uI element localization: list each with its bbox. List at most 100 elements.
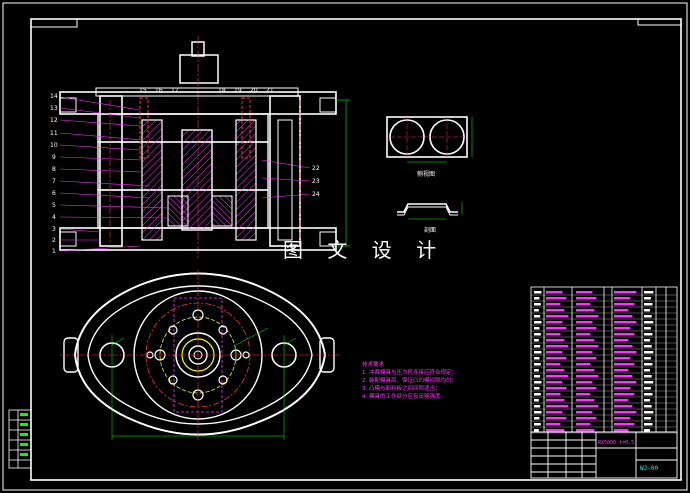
- parts-list-cell: [534, 339, 539, 342]
- parts-list-cell: [644, 375, 652, 378]
- parts-list-cell: [546, 387, 567, 390]
- parts-list-cell: [534, 405, 541, 408]
- part-number: 7: [52, 178, 56, 185]
- parts-list-cell: [546, 405, 569, 408]
- parts-list-cell: [534, 399, 539, 402]
- parts-list-cell: [546, 375, 569, 378]
- parts-list-cell: [534, 411, 542, 414]
- part-number: 13: [50, 105, 58, 112]
- plan-view: [60, 270, 340, 440]
- part-number: 11: [50, 130, 58, 137]
- parts-list-cell: [534, 297, 540, 300]
- parts-list-cell: [576, 363, 591, 366]
- parts-list-cell: [546, 321, 563, 324]
- parts-list-cell: [614, 333, 635, 336]
- revision-block: [8, 409, 32, 469]
- parts-list-cell: [546, 363, 561, 366]
- parts-list-cell: [614, 351, 637, 354]
- parts-list-cell: [614, 309, 629, 312]
- section-view: [59, 36, 350, 260]
- parts-list-cell: [546, 369, 565, 372]
- parts-list-cell: [534, 345, 541, 348]
- parts-list-cell: [576, 327, 597, 330]
- parts-list-cell: [644, 381, 654, 384]
- part-number: 17: [171, 87, 179, 94]
- parts-list-cell: [534, 363, 541, 366]
- parts-list-rows: [531, 291, 677, 434]
- parts-list-cell: [614, 315, 633, 318]
- part-number: 18: [218, 87, 226, 94]
- technical-note: 3. 凸模与卸料板之间间隙适当；: [362, 386, 441, 392]
- parts-list-cell: [546, 351, 563, 354]
- parts-list-cell: [576, 429, 595, 432]
- parts-list-cell: [614, 303, 635, 306]
- parts-list-cell: [614, 327, 631, 330]
- parts-list-cell: [534, 387, 540, 390]
- parts-list-cell: [534, 423, 541, 426]
- part-number: 5: [52, 202, 56, 209]
- parts-list-cell: [576, 351, 593, 354]
- parts-list-cell: [644, 339, 650, 342]
- parts-list-cell: [546, 327, 567, 330]
- parts-list-cell: [644, 327, 651, 330]
- part-number: 2: [52, 237, 56, 244]
- parts-list-cell: [546, 423, 561, 426]
- parts-list-cell: [546, 339, 565, 342]
- parts-list-cell: [644, 393, 653, 396]
- parts-list-cell: [614, 417, 631, 420]
- parts-list-cell: [534, 393, 541, 396]
- parts-list-cell: [614, 393, 635, 396]
- parts-list-cell: [614, 357, 631, 360]
- parts-list-cell: [576, 309, 595, 312]
- parts-list-cell: [576, 315, 599, 318]
- part-number: 6: [52, 190, 56, 197]
- parts-list-cell: [534, 429, 539, 432]
- part-number: 16: [155, 87, 163, 94]
- parts-list-cell: [644, 405, 652, 408]
- parts-list-cell: [546, 303, 561, 306]
- parts-list-cell: [614, 321, 637, 324]
- title-block: [530, 431, 678, 479]
- parts-list-cell: [576, 345, 599, 348]
- parts-list-cell: [644, 309, 650, 312]
- parts-list-cell: [576, 321, 593, 324]
- parts-list-cell: [576, 381, 593, 384]
- part-number: 1: [52, 248, 56, 255]
- parts-list-cell: [534, 357, 540, 360]
- parts-list-cell: [614, 423, 635, 426]
- parts-list-cell: [576, 333, 591, 336]
- parts-list-cell: [614, 375, 633, 378]
- drawing-frame: [30, 18, 682, 481]
- parts-list-cell: [614, 429, 629, 432]
- parts-list-cell: [644, 357, 651, 360]
- drawing-number: WJ-00: [640, 465, 659, 472]
- parts-list-cell: [614, 381, 637, 384]
- part-number: 24: [312, 191, 320, 198]
- parts-list-cell: [644, 363, 653, 366]
- parts-list-cell: [644, 387, 651, 390]
- parts-list-cell: [576, 297, 597, 300]
- parts-list-cell: [644, 369, 650, 372]
- parts-list-cell: [644, 297, 651, 300]
- parts-list-cell: [546, 309, 565, 312]
- parts-list-cell: [534, 315, 541, 318]
- parts-list-cell: [576, 369, 595, 372]
- parts-list-cell: [546, 357, 567, 360]
- parts-list-cell: [534, 351, 542, 354]
- parts-list-cell: [576, 339, 595, 342]
- corner-tab-top: [30, 18, 78, 28]
- part-number: 4: [52, 214, 56, 221]
- parts-list-cell: [546, 333, 561, 336]
- part-number: 9: [52, 154, 56, 161]
- parts-list-cell: [534, 321, 542, 324]
- technical-notes-title: 技术要求: [362, 362, 385, 368]
- parts-list-cell: [644, 417, 651, 420]
- part-number: 23: [312, 178, 320, 185]
- parts-list-cell: [576, 291, 593, 294]
- parts-list-cell: [546, 345, 569, 348]
- parts-list-cell: [614, 411, 637, 414]
- part-number: 10: [50, 142, 58, 149]
- parts-list-cell: [576, 405, 599, 408]
